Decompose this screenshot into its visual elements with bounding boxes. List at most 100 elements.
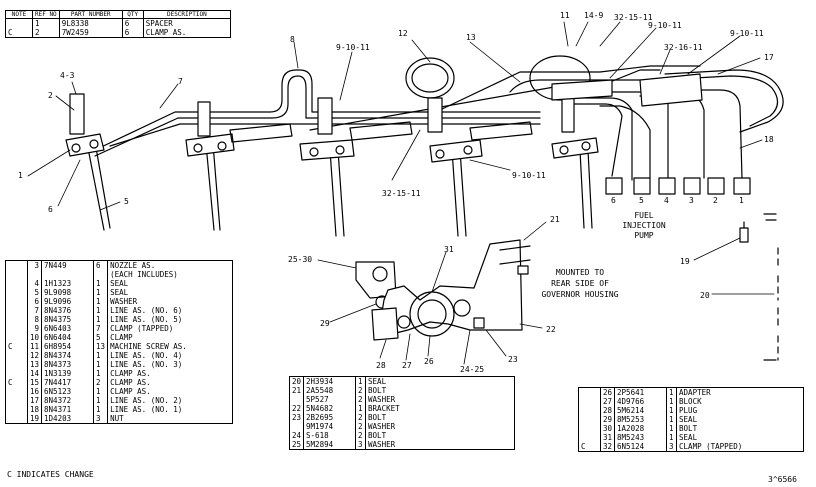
cell-qty: 1	[93, 279, 108, 288]
pump-label: FUEL INJECTION PUMP	[622, 211, 666, 240]
cell-part: 8N4375	[41, 315, 94, 324]
cell-desc: SPACER	[142, 18, 231, 28]
cell-desc: CLAMP (TAPPED)	[676, 442, 804, 452]
cell-note	[579, 433, 601, 442]
cell-ref: 27	[599, 397, 615, 406]
cell-qty: 1	[666, 415, 677, 424]
callout: 26	[424, 357, 434, 366]
callout: 18	[764, 135, 774, 144]
cell-ref: 18	[26, 405, 42, 414]
drawing-number: 3^6566	[768, 475, 797, 484]
cell-part: 9L8338	[58, 18, 123, 28]
cell-note	[6, 333, 28, 342]
cell-qty: 2	[355, 413, 366, 422]
table-row: (EACH INCLUDES)	[6, 270, 233, 279]
callout: 17	[764, 53, 774, 62]
cell-note	[579, 406, 601, 415]
cell-qty: 1	[666, 424, 677, 433]
callout: 27	[402, 361, 412, 370]
cell-note	[6, 279, 28, 288]
cell-desc: LINE AS. (NO. 2)	[107, 396, 233, 405]
cell-note	[6, 414, 28, 424]
column-header: PART NUMBER	[58, 10, 123, 19]
callout: 12	[398, 29, 408, 38]
cell-ref: 8	[26, 315, 42, 324]
cell-note	[6, 306, 28, 315]
cell-qty: 1	[93, 360, 108, 369]
cell-part: 8N4374	[41, 351, 94, 360]
cell-part	[41, 270, 94, 279]
cell-qty: 1	[93, 387, 108, 396]
cell-qty: 2	[355, 431, 366, 440]
cell-desc: LINE AS. (NO. 6)	[107, 306, 233, 315]
callout: 22	[546, 325, 556, 334]
cell-ref: 6	[26, 297, 42, 306]
cell-part: 7N449	[41, 260, 94, 270]
column-header: DESCRIPTION	[142, 10, 232, 19]
outlet-number: 5	[639, 196, 644, 205]
callout: 14-9	[584, 11, 603, 20]
cell-desc: NOZZLE AS.	[107, 260, 233, 270]
callout: 1	[18, 171, 23, 180]
cell-ref: 25	[292, 440, 302, 449]
cell-qty: 1	[93, 369, 108, 378]
cell-desc: NUT	[107, 414, 233, 424]
cell-note	[6, 387, 28, 396]
cell-desc: LINE AS. (NO. 1)	[107, 405, 233, 414]
outlet-number: 1	[739, 196, 744, 205]
cell-qty: 2	[93, 378, 108, 387]
cell-desc: BRACKET	[365, 404, 515, 413]
cell-desc: LINE AS. (NO. 3)	[107, 360, 233, 369]
cell-qty: 1	[93, 288, 108, 297]
cell-qty: 1	[93, 315, 108, 324]
cell-part: 6N6403	[41, 324, 94, 333]
fuel-lines	[94, 65, 784, 181]
cell-note	[6, 297, 28, 306]
cell-note	[579, 415, 601, 424]
callout: 7	[178, 77, 183, 86]
cell-desc: MACHINE SCREW AS.	[107, 342, 233, 351]
cell-ref: 2	[32, 28, 60, 38]
cell-note	[6, 396, 28, 405]
cell-qty: 5	[93, 333, 108, 342]
callout: 2	[48, 91, 53, 100]
callout: 4-3	[60, 71, 75, 80]
column-header: REF NO	[32, 10, 60, 19]
cell-note	[6, 360, 28, 369]
cell-note: C	[8, 28, 13, 37]
cell-part: S-618	[303, 431, 356, 440]
cell-desc: (EACH INCLUDES)	[107, 270, 233, 279]
cell-note	[6, 324, 28, 333]
cell-part: 9L9096	[41, 297, 94, 306]
cell-ref	[26, 270, 42, 279]
cell-desc: LINE AS. (NO. 5)	[107, 315, 233, 324]
callout: 9-10-11	[648, 21, 682, 30]
cell-ref: 16	[26, 387, 42, 396]
cell-qty: 6	[93, 260, 108, 270]
cell-note: C	[8, 342, 13, 351]
cell-desc: WASHER	[107, 297, 233, 306]
cell-desc: SEAL	[676, 415, 804, 424]
callout: 19	[680, 257, 690, 266]
cell-desc: BOLT	[365, 386, 515, 395]
cell-note: C	[8, 378, 13, 387]
callout: 6	[48, 205, 53, 214]
cell-qty: 6	[121, 28, 144, 38]
cell-part: 5M2894	[303, 440, 356, 450]
callout: 29	[320, 319, 330, 328]
cell-part: 4D9766	[614, 397, 667, 406]
cell-ref	[290, 395, 304, 404]
cell-note	[6, 315, 28, 324]
